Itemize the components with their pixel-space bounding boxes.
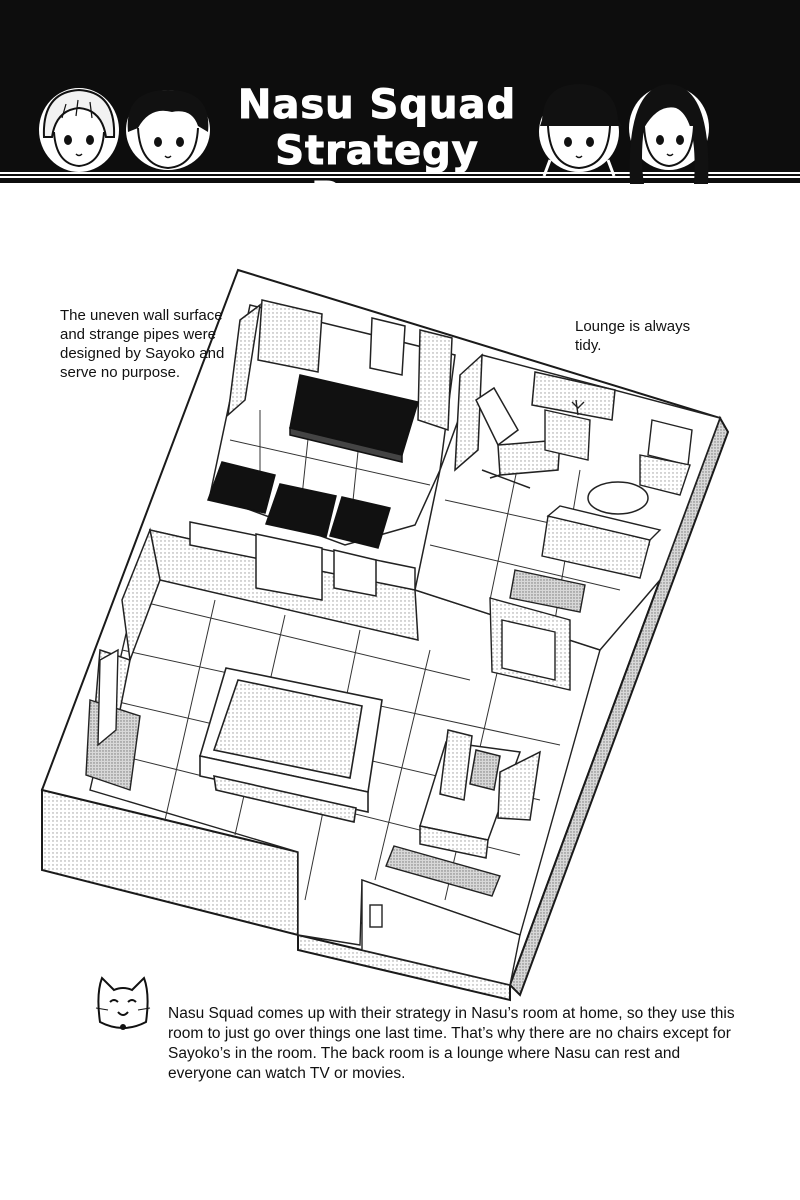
lounge-caption: Lounge is always tidy. — [575, 318, 691, 354]
header-divider — [0, 178, 800, 183]
ottoman — [509, 569, 586, 613]
left-shelf — [85, 648, 141, 791]
dark-benches — [207, 374, 419, 549]
footer-note: Nasu Squad comes up with their strategy … — [168, 1005, 735, 1082]
cat-mascot-icon — [95, 976, 151, 1030]
strategy-table — [198, 667, 383, 823]
tv-stand — [639, 419, 693, 496]
round-coffee-table — [587, 481, 649, 515]
title-line-2: Strategy Room — [275, 128, 479, 221]
entrance-panel — [361, 879, 521, 986]
doorway — [489, 597, 571, 691]
character-cap-face-icon — [539, 84, 622, 177]
character-dark-hair-face-icon — [126, 90, 210, 170]
character-long-hair-face-icon — [629, 84, 709, 184]
door-bench — [385, 845, 501, 897]
title-line-1: Nasu Squad — [237, 82, 517, 129]
wall-design-caption: The uneven wall surface and strange pipe… — [60, 307, 225, 381]
lounge-sofa — [541, 505, 662, 579]
operator-desk — [419, 729, 541, 859]
header-divider-light — [0, 172, 800, 174]
side-table-plant — [544, 399, 591, 461]
page-title: Nasu Squad Strategy Room — [212, 82, 542, 221]
character-blonde-face-icon — [39, 88, 119, 172]
